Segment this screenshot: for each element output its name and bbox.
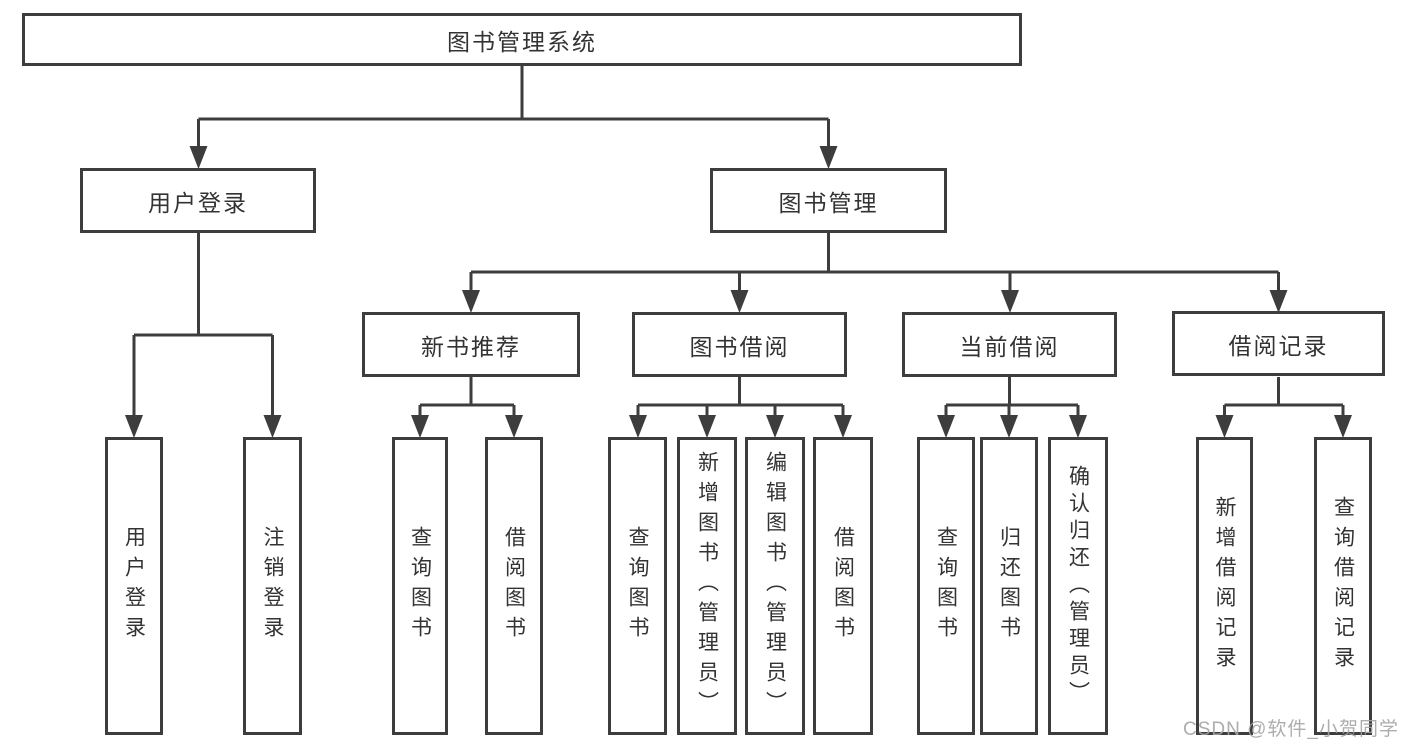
node-label: 当前借阅 <box>959 333 1060 360</box>
leaf-borrow-books-recommend: 借阅图书 <box>485 437 543 735</box>
connector-new-book-recommend-to-leaves <box>418 377 516 416</box>
leaf-edit-books-admin: 编辑图书（管理员） <box>745 437 805 735</box>
arrow-to-leaf-query-books-current <box>937 415 955 438</box>
arrow-to-leaf-borrow-books-borrowing <box>834 415 852 438</box>
node-book-borrowing: 图书借阅 <box>632 312 847 377</box>
node-label: 图书借阅 <box>689 333 790 360</box>
leaf-label: 查询图书 <box>934 526 958 646</box>
arrow-to-leaf-add-books-admin <box>698 415 716 438</box>
leaf-query-borrow-record: 查询借阅记录 <box>1314 437 1372 735</box>
leaf-label: 注销登录 <box>261 526 284 646</box>
node-user-login: 用户登录 <box>80 168 316 233</box>
arrow-to-leaf-edit-books-admin <box>766 415 784 438</box>
leaf-user-login: 用户登录 <box>105 437 163 735</box>
connector-borrowing-records-to-leaves <box>1223 377 1345 416</box>
node-library-management-system: 图书管理系统 <box>22 13 1022 66</box>
leaf-query-books-borrowing: 查询图书 <box>608 437 667 735</box>
arrow-to-leaf-query-books-borrowing <box>629 415 647 438</box>
leaf-add-books-admin: 新增图书（管理员） <box>677 437 737 735</box>
leaf-add-borrow-record: 新增借阅记录 <box>1196 437 1253 735</box>
leaf-label: 查询图书 <box>626 526 649 646</box>
leaf-label: 用户登录 <box>122 526 146 646</box>
leaf-return-books: 归还图书 <box>980 437 1038 735</box>
leaf-label: 查询借阅记录 <box>1331 496 1355 676</box>
arrow-to-borrowing-records <box>1269 290 1288 313</box>
node-label: 用户登录 <box>148 189 248 216</box>
connector-book-borrowing-to-leaves <box>636 377 845 416</box>
leaf-label: 借阅图书 <box>831 526 855 646</box>
node-label: 图书管理 <box>778 189 879 216</box>
leaf-label: 新增借阅记录 <box>1213 496 1236 676</box>
arrow-to-leaf-query-borrow-record <box>1334 415 1352 438</box>
leaf-borrow-books-borrowing: 借阅图书 <box>813 437 873 735</box>
connector-book-management-to-level3 <box>469 233 1280 291</box>
leaf-query-books-current: 查询图书 <box>917 437 975 735</box>
leaf-logout: 注销登录 <box>243 437 302 735</box>
leaf-label: 确认归还（管理员） <box>1066 464 1090 708</box>
arrow-to-leaf-logout <box>263 415 282 438</box>
node-label: 图书管理系统 <box>447 28 597 55</box>
arrow-to-new-book-recommend <box>462 290 480 313</box>
arrow-to-book-management <box>819 146 838 169</box>
leaf-confirm-return-admin: 确认归还（管理员） <box>1048 437 1108 735</box>
leaf-label: 新增图书（管理员） <box>695 451 719 721</box>
node-label: 借阅记录 <box>1228 332 1329 359</box>
arrow-to-leaf-user-login <box>125 415 143 438</box>
node-new-book-recommend: 新书推荐 <box>362 312 580 377</box>
arrowheads <box>125 146 1352 438</box>
csdn-watermark: CSDN @软件_小贺同学 <box>1183 719 1399 740</box>
arrow-to-leaf-query-books-recommend <box>411 415 429 438</box>
arrow-to-leaf-confirm-return-admin <box>1069 415 1087 438</box>
arrow-to-leaf-borrow-books-recommend <box>505 415 523 438</box>
leaf-label: 借阅图书 <box>502 526 526 646</box>
arrow-to-current-borrowing <box>1001 290 1019 313</box>
arrow-to-leaf-add-borrow-record <box>1215 415 1234 438</box>
node-book-management: 图书管理 <box>710 168 947 233</box>
leaf-label: 查询图书 <box>408 526 432 646</box>
leaf-query-books-recommend: 查询图书 <box>392 437 448 735</box>
node-borrowing-records: 借阅记录 <box>1172 311 1385 376</box>
arrow-to-user-login <box>189 146 208 169</box>
arrow-to-book-borrowing <box>730 290 749 313</box>
connector-user-login-to-leaves <box>132 233 274 416</box>
node-current-borrowing: 当前借阅 <box>902 312 1117 377</box>
leaf-label: 编辑图书（管理员） <box>763 451 787 721</box>
connector-current-borrowing-to-leaves <box>944 377 1080 416</box>
connector-root-to-level2 <box>197 66 830 147</box>
leaf-label: 归还图书 <box>997 526 1021 646</box>
arrow-to-leaf-return-books <box>1000 415 1018 438</box>
node-label: 新书推荐 <box>421 333 521 360</box>
